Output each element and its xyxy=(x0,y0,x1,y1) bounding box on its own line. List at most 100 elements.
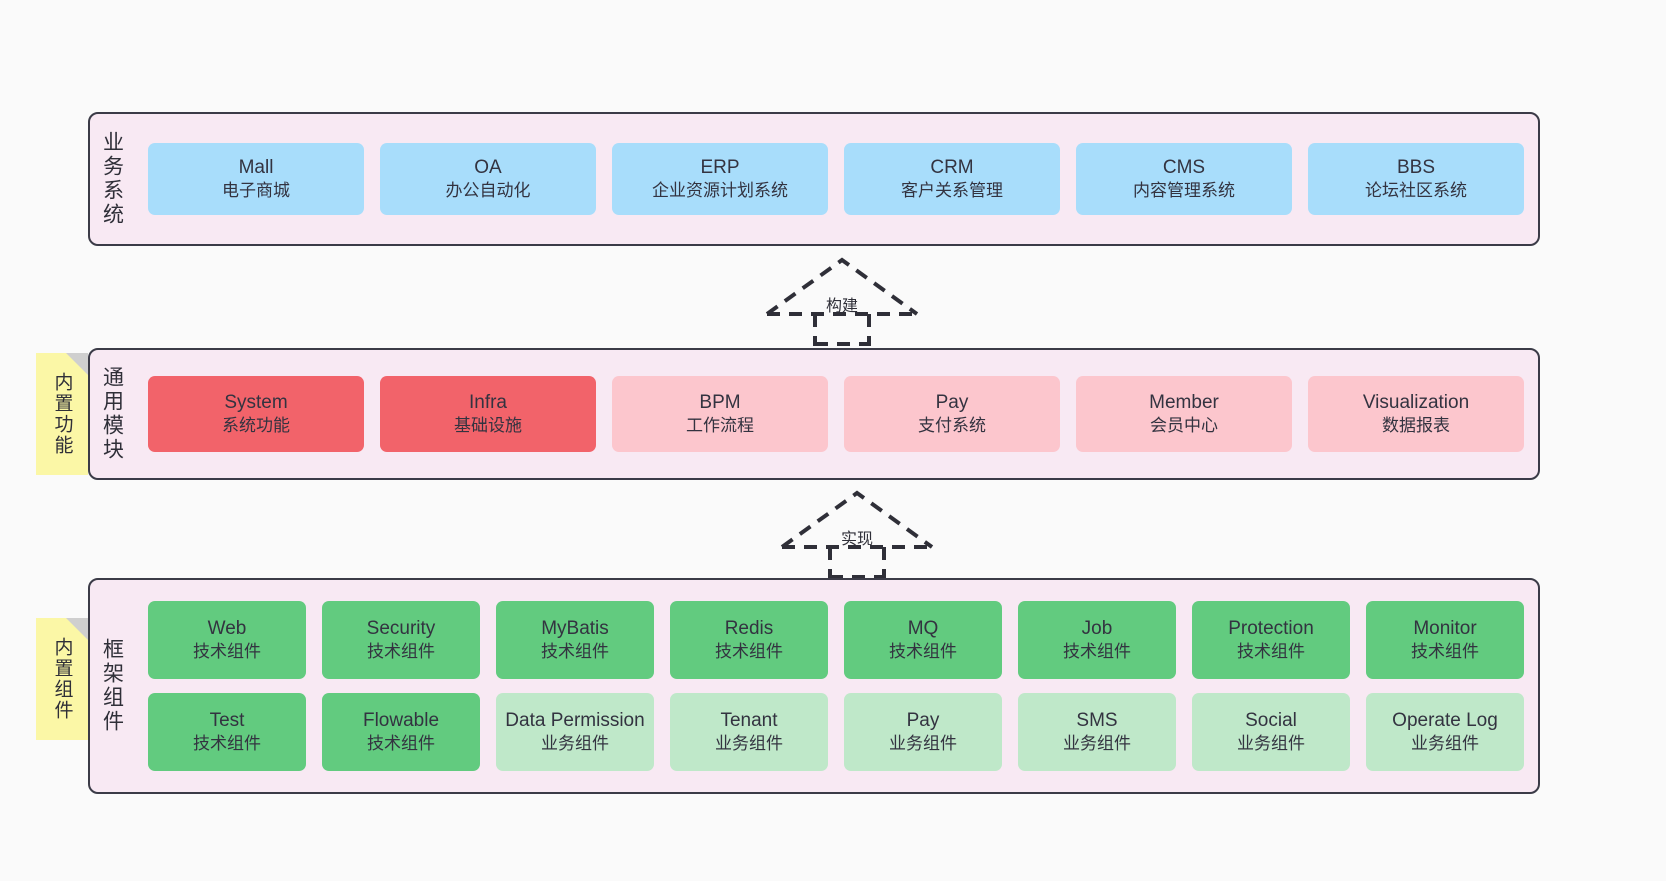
card-title-en: Flowable xyxy=(362,709,440,731)
layer-business-systems: 业务系统 Mall 电子商城 OA 办公自动化 ERP 企业资源计划系统 CRM… xyxy=(88,112,1540,246)
card-title-cn: 技术组件 xyxy=(1237,642,1305,662)
card-title-en: Pay xyxy=(935,391,969,413)
card-title-en: Tenant xyxy=(720,709,778,731)
card-protection[interactable]: Protection 技术组件 xyxy=(1192,601,1350,679)
card-title-en: Web xyxy=(207,617,247,639)
card-mall[interactable]: Mall 电子商城 xyxy=(148,143,364,215)
card-web[interactable]: Web 技术组件 xyxy=(148,601,306,679)
connector-label-build: 构建 xyxy=(825,298,859,315)
card-title-cn: 技术组件 xyxy=(367,642,435,662)
card-title-cn: 技术组件 xyxy=(367,734,435,754)
connector-label-realize: 实现 xyxy=(840,531,874,548)
note-text: 内置功能 xyxy=(51,372,73,456)
note-builtin-functions: 内置功能 xyxy=(36,353,88,475)
card-title-cn: 数据报表 xyxy=(1382,416,1450,436)
card-title-en: BPM xyxy=(699,391,741,413)
layer-title-business: 业务系统 xyxy=(100,131,124,227)
card-title-en: MyBatis xyxy=(541,617,609,639)
card-title-cn: 技术组件 xyxy=(1063,642,1131,662)
card-erp[interactable]: ERP 企业资源计划系统 xyxy=(612,143,828,215)
card-title-cn: 电子商城 xyxy=(222,181,290,201)
card-pay-business[interactable]: Pay 业务组件 xyxy=(844,693,1002,771)
layer-common-modules: 通用模块 System 系统功能 Infra 基础设施 BPM 工作流程 Pay… xyxy=(88,348,1540,480)
card-title-en: Operate Log xyxy=(1392,709,1498,731)
card-title-cn: 技术组件 xyxy=(193,734,261,754)
card-title-cn: 技术组件 xyxy=(541,642,609,662)
layer-body-business: Mall 电子商城 OA 办公自动化 ERP 企业资源计划系统 CRM 客户关系… xyxy=(134,114,1538,244)
card-redis[interactable]: Redis 技术组件 xyxy=(670,601,828,679)
card-row: Web 技术组件 Security 技术组件 MyBatis 技术组件 Redi… xyxy=(148,601,1524,679)
card-title-cn: 业务组件 xyxy=(541,734,609,754)
card-row: Test 技术组件 Flowable 技术组件 Data Permission … xyxy=(148,693,1524,771)
card-title-en: Infra xyxy=(468,391,508,413)
card-title-cn: 办公自动化 xyxy=(445,181,531,201)
card-visualization[interactable]: Visualization 数据报表 xyxy=(1308,376,1524,452)
card-title-en: OA xyxy=(474,156,502,178)
card-title-cn: 业务组件 xyxy=(889,734,957,754)
card-row: Mall 电子商城 OA 办公自动化 ERP 企业资源计划系统 CRM 客户关系… xyxy=(148,143,1524,215)
card-title-en: Data Permission xyxy=(505,709,645,731)
card-test[interactable]: Test 技术组件 xyxy=(148,693,306,771)
layer-framework-components: 框架组件 Web 技术组件 Security 技术组件 MyBatis 技术组件… xyxy=(88,578,1540,794)
arrow-head-triangle xyxy=(765,257,919,316)
card-title-cn: 业务组件 xyxy=(1237,734,1305,754)
arrow-head-triangle xyxy=(780,490,934,549)
card-title-en: Pay xyxy=(906,709,940,731)
card-title-en: Redis xyxy=(724,617,774,639)
layer-body-framework: Web 技术组件 Security 技术组件 MyBatis 技术组件 Redi… xyxy=(134,580,1538,792)
card-mq[interactable]: MQ 技术组件 xyxy=(844,601,1002,679)
card-title-cn: 业务组件 xyxy=(1063,734,1131,754)
card-title-en: Social xyxy=(1245,709,1297,731)
card-sms[interactable]: SMS 业务组件 xyxy=(1018,693,1176,771)
card-title-cn: 技术组件 xyxy=(1411,642,1479,662)
card-bpm[interactable]: BPM 工作流程 xyxy=(612,376,828,452)
card-title-cn: 技术组件 xyxy=(889,642,957,662)
card-job[interactable]: Job 技术组件 xyxy=(1018,601,1176,679)
card-title-cn: 支付系统 xyxy=(918,416,986,436)
card-row: System 系统功能 Infra 基础设施 BPM 工作流程 Pay 支付系统… xyxy=(148,376,1524,452)
card-crm[interactable]: CRM 客户关系管理 xyxy=(844,143,1060,215)
card-member[interactable]: Member 会员中心 xyxy=(1076,376,1292,452)
card-social[interactable]: Social 业务组件 xyxy=(1192,693,1350,771)
card-title-cn: 企业资源计划系统 xyxy=(652,181,788,201)
card-title-en: CRM xyxy=(930,156,974,178)
card-title-en: BBS xyxy=(1396,156,1436,178)
card-title-cn: 基础设施 xyxy=(454,416,522,436)
card-cms[interactable]: CMS 内容管理系统 xyxy=(1076,143,1292,215)
card-title-en: CMS xyxy=(1162,156,1206,178)
card-title-en: Test xyxy=(209,709,245,731)
card-flowable[interactable]: Flowable 技术组件 xyxy=(322,693,480,771)
card-title-cn: 工作流程 xyxy=(686,416,754,436)
card-system[interactable]: System 系统功能 xyxy=(148,376,364,452)
card-bbs[interactable]: BBS 论坛社区系统 xyxy=(1308,143,1524,215)
card-title-en: ERP xyxy=(700,156,740,178)
connector-realize: 实现 xyxy=(772,487,942,579)
card-pay[interactable]: Pay 支付系统 xyxy=(844,376,1060,452)
card-mybatis[interactable]: MyBatis 技术组件 xyxy=(496,601,654,679)
card-tenant[interactable]: Tenant 业务组件 xyxy=(670,693,828,771)
layer-body-modules: System 系统功能 Infra 基础设施 BPM 工作流程 Pay 支付系统… xyxy=(134,350,1538,478)
card-title-en: System xyxy=(224,391,288,413)
card-title-cn: 技术组件 xyxy=(715,642,783,662)
card-title-en: Mall xyxy=(238,156,274,178)
card-monitor[interactable]: Monitor 技术组件 xyxy=(1366,601,1524,679)
card-title-en: Protection xyxy=(1228,617,1314,639)
note-text: 内置组件 xyxy=(51,637,73,721)
card-title-en: SMS xyxy=(1076,709,1118,731)
card-operate-log[interactable]: Operate Log 业务组件 xyxy=(1366,693,1524,771)
card-title-cn: 业务组件 xyxy=(1411,734,1479,754)
card-title-en: Monitor xyxy=(1413,617,1477,639)
card-title-cn: 内容管理系统 xyxy=(1133,181,1235,201)
note-builtin-components: 内置组件 xyxy=(36,618,88,740)
card-infra[interactable]: Infra 基础设施 xyxy=(380,376,596,452)
card-title-en: Security xyxy=(366,617,436,639)
card-title-en: MQ xyxy=(907,617,939,639)
connector-build: 构建 xyxy=(757,254,927,346)
card-title-en: Visualization xyxy=(1362,391,1470,413)
card-security[interactable]: Security 技术组件 xyxy=(322,601,480,679)
card-title-cn: 系统功能 xyxy=(222,416,290,436)
card-oa[interactable]: OA 办公自动化 xyxy=(380,143,596,215)
card-data-permission[interactable]: Data Permission 业务组件 xyxy=(496,693,654,771)
card-title-cn: 技术组件 xyxy=(193,642,261,662)
